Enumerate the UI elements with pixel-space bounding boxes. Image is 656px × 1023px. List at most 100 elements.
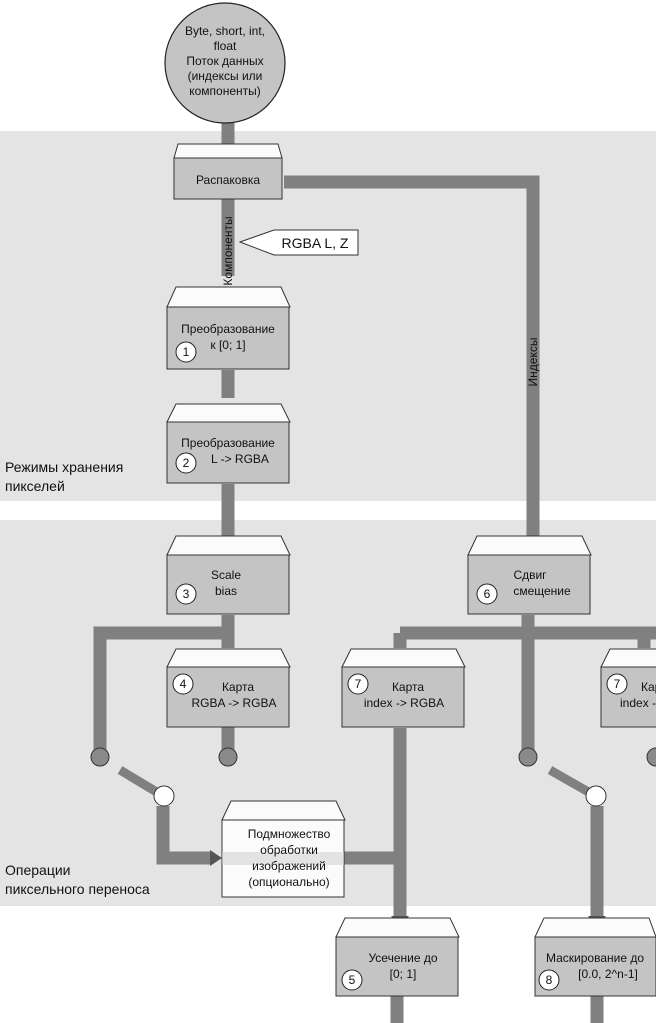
process-node-7-left: Карта index -> RGBA 7 [341, 648, 466, 728]
transfer-region-label: Операции [5, 862, 71, 878]
node-1-badge: 1 [183, 345, 190, 359]
svg-text:к [0; 1]: к [0; 1] [210, 338, 245, 352]
svg-text:Маскирование до: Маскирование до [546, 951, 644, 965]
format-callout: RGBA L, Z [238, 229, 359, 256]
svg-text:RGBA -> RGBA: RGBA -> RGBA [191, 696, 276, 710]
imaging-line-3: изображений [252, 859, 326, 873]
svg-text:Подмножество: Подмножество [248, 827, 331, 841]
process-node-3: Scale bias 3 [166, 535, 291, 615]
node-2-badge: 2 [183, 456, 190, 470]
svg-text:index -> RGBA: index -> RGBA [620, 696, 656, 710]
node-7a-badge: 7 [355, 677, 362, 691]
node-6-line-1: Сдвиг [513, 568, 547, 582]
svg-text:[0.0, 2^n-1]: [0.0, 2^n-1] [578, 967, 638, 981]
process-node-1: Преобразование к [0; 1] 1 [166, 286, 291, 370]
svg-text:6: 6 [484, 587, 491, 601]
svg-text:4: 4 [180, 677, 187, 691]
node-7b-badge: 7 [614, 677, 621, 691]
imaging-line-2: обработки [260, 843, 318, 857]
storage-region-label: Режимы хранения [5, 459, 123, 475]
arrowhead-imaging [210, 850, 222, 866]
svg-text:смещение: смещение [513, 584, 571, 598]
node-3-line-1: Scale [211, 568, 241, 582]
pipe-indices [284, 175, 540, 536]
svg-text:Преобразование: Преобразование [181, 322, 275, 336]
node-4-line-2: RGBA -> RGBA [191, 696, 276, 710]
switch-dot-index [518, 747, 538, 767]
svg-text:Усечение до: Усечение до [368, 951, 437, 965]
svg-text:Преобразование: Преобразование [181, 436, 275, 450]
switch-lever-1 [117, 766, 163, 798]
source-line-2: float [214, 39, 237, 53]
svg-text:1: 1 [183, 345, 190, 359]
pixel-storage-region [0, 131, 656, 501]
source-line-5: компоненты) [189, 84, 261, 98]
svg-text:Карта: Карта [222, 680, 254, 694]
node-3-badge: 3 [183, 587, 190, 601]
svg-text:index -> RGBA: index -> RGBA [364, 696, 444, 710]
process-node-4: Карта RGBA -> RGBA 4 [166, 648, 291, 728]
node-6-line-2: смещение [513, 584, 571, 598]
node-4-badge: 4 [180, 677, 187, 691]
svg-text:Поток данных: Поток данных [186, 54, 263, 68]
svg-text:float: float [214, 39, 237, 53]
node-5-badge: 5 [349, 973, 356, 987]
svg-text:компоненты): компоненты) [189, 84, 261, 98]
transfer-region-label-2: пиксельного переноса [5, 881, 150, 897]
process-node-5: Усечение до [0; 1] 5 [335, 917, 460, 997]
node-8-line-2: [0.0, 2^n-1] [578, 967, 638, 981]
svg-text:(индексы или: (индексы или [188, 69, 263, 83]
pipe-switch-to-imaging [156, 806, 212, 865]
node-8-line-1: Маскирование до [546, 951, 644, 965]
node-5-line-2: [0; 1] [390, 967, 417, 981]
source-line-3: Поток данных [186, 54, 263, 68]
node-6-badge: 6 [484, 587, 491, 601]
svg-text:Карта: Карта [392, 680, 424, 694]
pipe-split-left [93, 626, 228, 752]
node-7a-line-1: Карта [392, 680, 424, 694]
node-1-line-1: Преобразование [181, 322, 275, 336]
switch-dot-left [90, 747, 110, 767]
svg-text:[0; 1]: [0; 1] [390, 967, 417, 981]
source-line-1: Byte, short, int, [185, 24, 265, 38]
svg-text:7: 7 [614, 677, 621, 691]
process-node-6: Сдвиг смещение 6 [467, 535, 592, 615]
node-1-line-2: к [0; 1] [210, 338, 245, 352]
svg-text:обработки: обработки [260, 843, 318, 857]
unpack-label: Распаковка [196, 173, 260, 187]
unpack-node: Распаковка [173, 143, 283, 200]
switch-dot-open-2 [585, 785, 607, 807]
svg-text:L -> RGBA: L -> RGBA [211, 452, 269, 466]
svg-text:Сдвиг: Сдвиг [513, 568, 547, 582]
node-2-line-2: L -> RGBA [211, 452, 269, 466]
imaging-line-4: (опционально) [248, 875, 329, 889]
svg-text:5: 5 [349, 973, 356, 987]
node-7b-line-2: index -> RGBA [620, 696, 656, 710]
switch-dot-open-1 [153, 785, 175, 807]
switch-dots [90, 747, 656, 807]
node-7a-line-2: index -> RGBA [364, 696, 444, 710]
svg-text:3: 3 [183, 587, 190, 601]
storage-region-label-2: пикселей [5, 478, 65, 494]
node-8-badge: 8 [546, 973, 553, 987]
process-node-2: Преобразование L -> RGBA 2 [166, 403, 291, 484]
process-node-7-right: Карта index -> RGBA 7 [600, 648, 656, 728]
process-node-8: Маскирование до [0.0, 2^n-1] 8 [534, 917, 656, 997]
svg-text:Byte, short, int,: Byte, short, int, [185, 24, 265, 38]
node-4-line-1: Карта [222, 680, 254, 694]
node-5-line-1: Усечение до [368, 951, 437, 965]
svg-text:7: 7 [355, 677, 362, 691]
node-7b-line-1: Карта [641, 680, 656, 694]
source-line-4: (индексы или [188, 69, 263, 83]
svg-text:Карта: Карта [641, 680, 656, 694]
imaging-subset-node: Подмножество обработки изображений (опци… [221, 800, 346, 898]
svg-text:изображений: изображений [252, 859, 326, 873]
indices-flow-label: Индексы [526, 338, 540, 387]
node-3-line-2: bias [215, 584, 237, 598]
svg-text:Распаковка: Распаковка [196, 173, 260, 187]
svg-text:Scale: Scale [211, 568, 241, 582]
switch-lever-2 [547, 766, 595, 798]
switch-dot-rgba [218, 747, 238, 767]
svg-text:bias: bias [215, 584, 237, 598]
